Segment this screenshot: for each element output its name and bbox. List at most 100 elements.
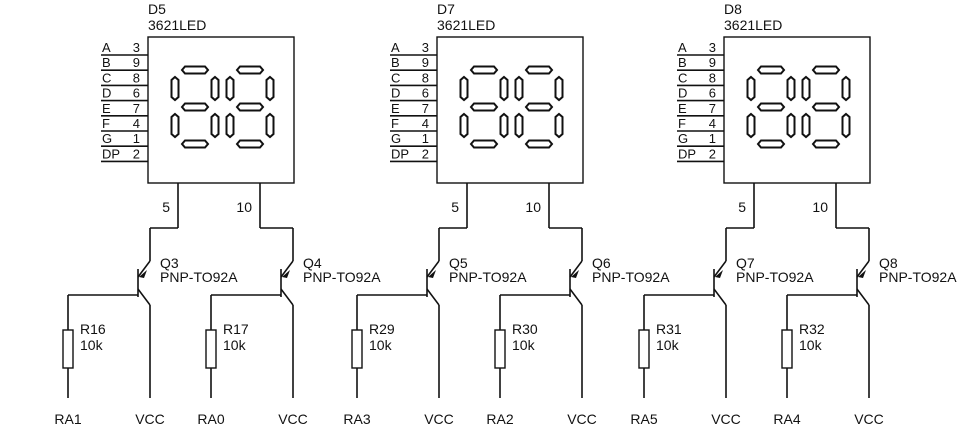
display-part: 3621LED [148, 17, 206, 33]
segment-a [235, 65, 265, 75]
pin-number: 7 [709, 101, 716, 116]
pin-number-10: 10 [236, 199, 252, 215]
display-ref: D8 [724, 1, 742, 17]
transistor-ref: Q8 [879, 255, 898, 271]
transistor-part: PNP-TO92A [879, 269, 957, 285]
segment-e [801, 112, 811, 139]
segment-c [499, 112, 509, 139]
pin-number: 2 [133, 146, 140, 161]
pnp-arrow-icon [858, 270, 866, 278]
transistor-ref: Q7 [736, 255, 755, 271]
transistor-collector-leg [137, 288, 151, 306]
segment-g [811, 102, 841, 112]
pin-number: 9 [422, 55, 429, 70]
pin-number: 8 [133, 70, 140, 85]
resistor-ref: R29 [369, 321, 395, 337]
display-ref: D5 [148, 1, 166, 17]
led-display-box [723, 36, 871, 184]
pin-name-f: F [102, 116, 110, 131]
signal-label: RA1 [54, 411, 81, 427]
pin-name-d: D [678, 86, 687, 101]
pin-name-a: A [102, 40, 111, 55]
segment-c [554, 112, 564, 139]
pin-name-dp: DP [391, 146, 409, 161]
transistor-part: PNP-TO92A [449, 269, 527, 285]
pin-name-g: G [678, 131, 688, 146]
signal-label: RA5 [630, 411, 657, 427]
segment-c [786, 112, 796, 139]
transistor-collector-leg [569, 288, 583, 306]
pin-number: 2 [422, 146, 429, 161]
transistor-emitter-leg [280, 260, 294, 278]
segment-f [746, 75, 756, 102]
pin-number: 8 [709, 70, 716, 85]
pin-number: 9 [709, 55, 716, 70]
pnp-arrow-icon [715, 270, 723, 278]
resistor-ref: R16 [80, 321, 106, 337]
pin-number-5: 5 [738, 199, 746, 215]
segment-a [469, 65, 499, 75]
pin-number-10: 10 [812, 199, 828, 215]
pnp-arrow-icon [571, 270, 579, 278]
pin-number: 3 [422, 40, 429, 55]
pin-number: 9 [133, 55, 140, 70]
transistor-emitter-leg [713, 260, 727, 278]
segment-d [469, 139, 499, 149]
led-display-box [436, 36, 584, 184]
transistor-part: PNP-TO92A [303, 269, 381, 285]
segment-b [554, 75, 564, 102]
supply-label: VCC [854, 411, 884, 427]
segment-g [756, 102, 786, 112]
transistor-ref: Q5 [449, 255, 468, 271]
segment-b [841, 75, 851, 102]
pnp-arrow-icon [139, 270, 147, 278]
pnp-arrow-icon [428, 270, 436, 278]
segment-e [746, 112, 756, 139]
pin-number-5: 5 [162, 199, 170, 215]
resistor-value: 10k [656, 337, 680, 353]
pin-number: 6 [133, 86, 140, 101]
segment-e [170, 112, 180, 139]
segment-e [459, 112, 469, 139]
pin-name-g: G [102, 131, 112, 146]
resistor-value: 10k [369, 337, 393, 353]
segment-f [514, 75, 524, 102]
segment-f [170, 75, 180, 102]
resistor-value: 10k [512, 337, 536, 353]
pin-name-dp: DP [102, 146, 120, 161]
digit-right [801, 65, 851, 149]
resistor-value: 10k [799, 337, 823, 353]
segment-g [469, 102, 499, 112]
transistor-part: PNP-TO92A [736, 269, 814, 285]
segment-f [225, 75, 235, 102]
resistor-body [351, 329, 363, 369]
pin-number: 7 [422, 101, 429, 116]
segment-a [756, 65, 786, 75]
pin-number: 1 [422, 131, 429, 146]
segment-a [811, 65, 841, 75]
pin-name-d: D [102, 86, 111, 101]
display-ref: D7 [437, 1, 455, 17]
transistor-ref: Q3 [160, 255, 179, 271]
segment-f [459, 75, 469, 102]
led-display-box [147, 36, 295, 184]
transistor-collector-leg [713, 288, 727, 306]
resistor-body [494, 329, 506, 369]
pin-name-e: E [102, 101, 111, 116]
pin-number: 2 [709, 146, 716, 161]
digit-left [746, 65, 796, 149]
supply-label: VCC [424, 411, 454, 427]
transistor-ref: Q6 [592, 255, 611, 271]
display-part: 3621LED [437, 17, 495, 33]
pin-name-a: A [678, 40, 687, 55]
segment-d [235, 139, 265, 149]
resistor-body [205, 329, 217, 369]
segment-a [180, 65, 210, 75]
segment-d [811, 139, 841, 149]
segment-d [180, 139, 210, 149]
transistor-collector-leg [856, 288, 870, 306]
pin-number: 8 [422, 70, 429, 85]
